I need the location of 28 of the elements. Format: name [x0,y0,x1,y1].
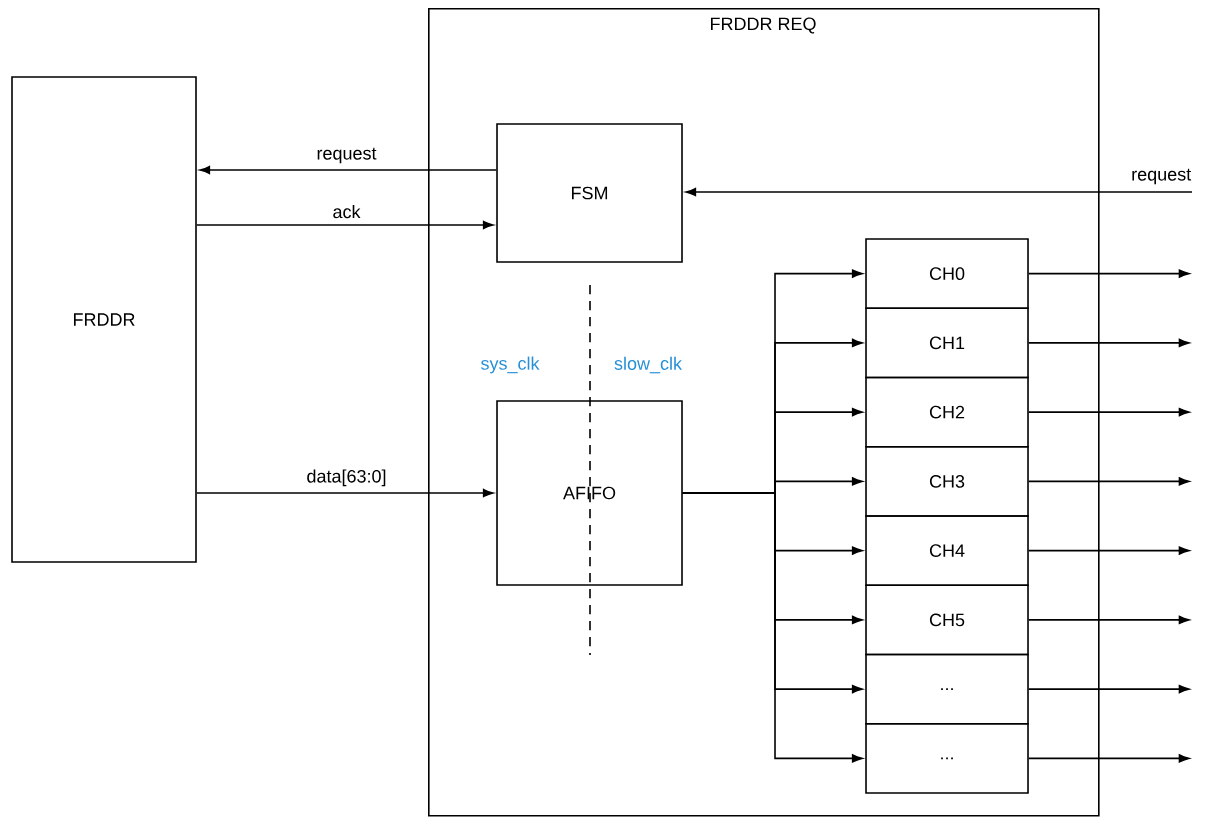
clock-label: slow_clk [612,354,684,376]
channel-box: CH1 [865,307,1029,379]
edge-label: request [314,145,379,166]
fsm-box: FSM [496,123,683,263]
channel-box: CH0 [865,238,1029,310]
arrow [196,220,494,230]
channel-box: ... [865,653,1029,725]
arrow [1028,685,1190,694]
channel-box: CH5 [865,584,1029,656]
arrow [1028,615,1190,624]
arrow [1028,754,1190,763]
channel-box: CH3 [865,445,1029,517]
arrow [682,492,863,763]
arrow [685,187,1193,197]
arrow [1028,269,1190,278]
edge-label: request [1129,166,1194,187]
channel-box: ... [865,722,1029,794]
fifo-box: AFIFO [496,400,683,586]
channel-box: CH4 [865,515,1029,587]
arrow [1028,546,1190,555]
edge-label: data[63:0] [304,467,389,489]
module-box: FRDDR [11,76,197,563]
arrow [1028,338,1190,347]
arrow [196,488,494,498]
arrow [199,165,497,175]
channel-box: CH2 [865,376,1029,448]
arrow [1028,477,1190,486]
arrow [1028,408,1190,417]
